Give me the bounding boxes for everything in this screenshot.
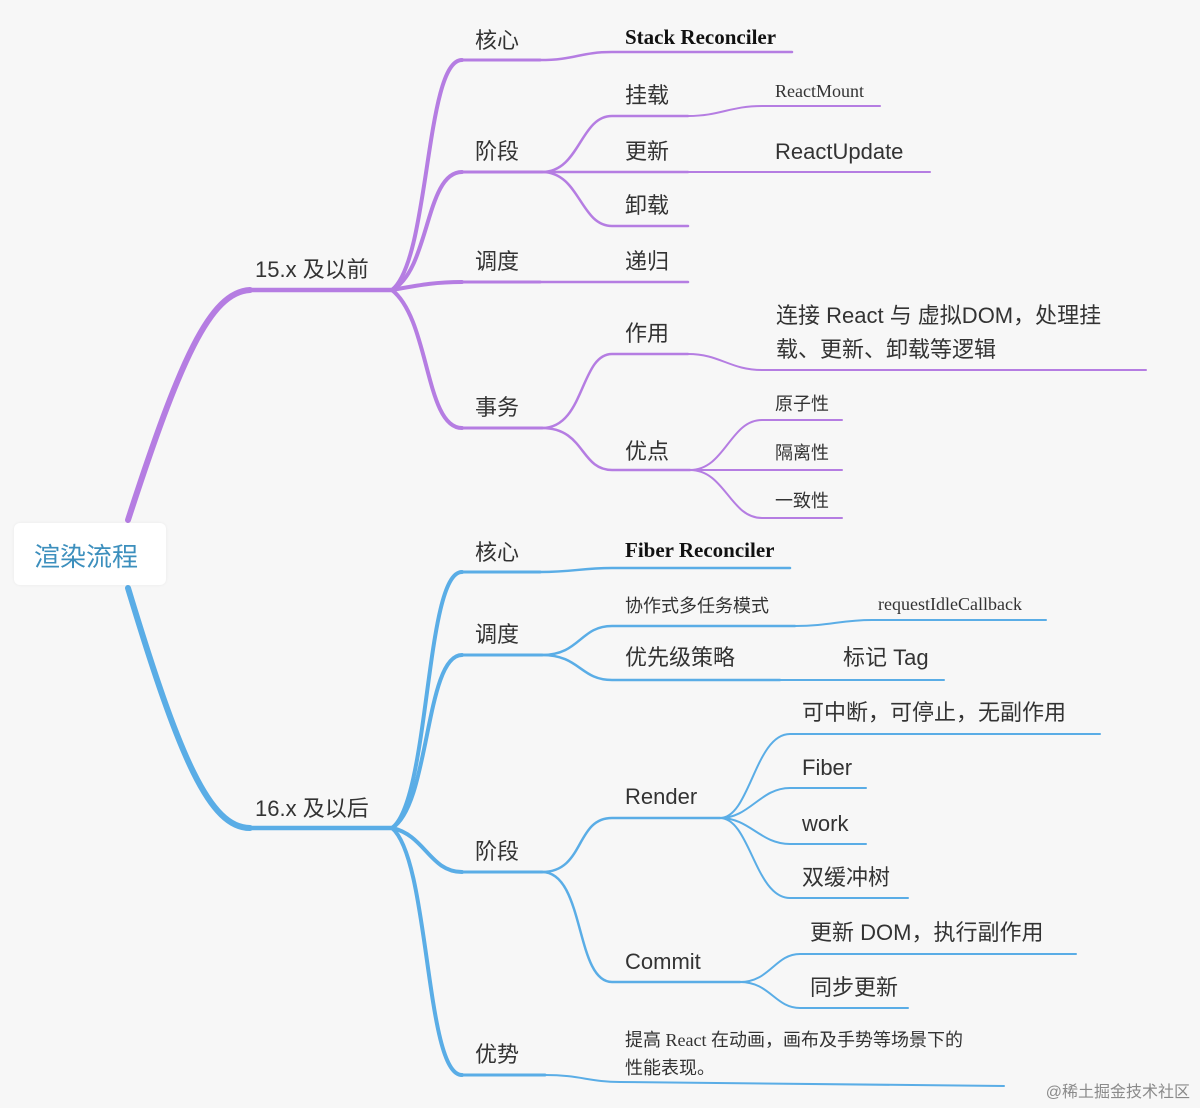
- v15-update-value[interactable]: ReactUpdate: [775, 139, 904, 164]
- v16-node[interactable]: 16.x 及以后: [255, 796, 369, 821]
- v15-pros-node[interactable]: 优点: [625, 439, 670, 464]
- v15-phase-node[interactable]: 阶段: [475, 139, 520, 164]
- v15-pros-consistency[interactable]: 一致性: [775, 491, 829, 511]
- v15-role-node[interactable]: 作用: [625, 321, 670, 346]
- v16-commit-update-dom[interactable]: 更新 DOM，执行副作用: [810, 920, 1044, 945]
- v15-role-text-line1[interactable]: 连接 React 与 虚拟DOM，处理挂: [776, 303, 1102, 328]
- v15-node[interactable]: 15.x 及以前: [255, 257, 369, 282]
- v15-schedule-value[interactable]: 递归: [625, 249, 670, 274]
- v16-commit-node[interactable]: Commit: [625, 949, 701, 974]
- v15-mount-value[interactable]: ReactMount: [775, 81, 864, 101]
- v16-render-interruptible[interactable]: 可中断，可停止，无副作用: [802, 700, 1067, 725]
- v15-pros-isolation[interactable]: 隔离性: [775, 443, 829, 463]
- v16-coop-value[interactable]: requestIdleCallback: [878, 594, 1022, 614]
- v16-core-value[interactable]: Fiber Reconciler: [625, 538, 775, 562]
- v16-priority-node[interactable]: 优先级策略: [625, 645, 736, 670]
- v16-schedule-node[interactable]: 调度: [475, 622, 520, 647]
- v16-advantage-node[interactable]: 优势: [475, 1042, 520, 1067]
- v16-priority-value[interactable]: 标记 Tag: [843, 645, 929, 670]
- v16-phase-node[interactable]: 阶段: [475, 839, 520, 864]
- v16-coop-node[interactable]: 协作式多任务模式: [625, 596, 769, 616]
- v15-transaction-node[interactable]: 事务: [475, 395, 520, 420]
- root-node[interactable]: 渲染流程: [14, 523, 166, 585]
- purple-branch-lines: [125, 50, 1147, 523]
- blue-branch-lines: [125, 566, 1101, 1087]
- v15-mount-node[interactable]: 挂载: [625, 83, 670, 108]
- v15-role-text-line2[interactable]: 载、更新、卸载等逻辑: [776, 337, 997, 362]
- v16-render-double-buffer[interactable]: 双缓冲树: [802, 865, 891, 890]
- root-label: 渲染流程: [34, 542, 139, 572]
- v15-unmount-node[interactable]: 卸载: [625, 193, 670, 218]
- v16-commit-sync[interactable]: 同步更新: [810, 975, 899, 1000]
- v16-render-fiber[interactable]: Fiber: [802, 755, 853, 780]
- v16-render-work[interactable]: work: [802, 811, 849, 836]
- v16-core-node[interactable]: 核心: [475, 540, 520, 565]
- v15-core-node[interactable]: 核心: [475, 28, 520, 53]
- v15-pros-atomic[interactable]: 原子性: [775, 394, 829, 414]
- v16-advantage-text-line2[interactable]: 性能表现。: [625, 1058, 715, 1078]
- watermark: @稀土掘金技术社区: [1045, 1084, 1190, 1101]
- v15-core-value[interactable]: Stack Reconciler: [625, 25, 777, 49]
- v16-advantage-text-line1[interactable]: 提高 React 在动画，画布及手势等场景下的: [625, 1030, 963, 1050]
- v16-render-node[interactable]: Render: [625, 784, 698, 809]
- v15-schedule-node[interactable]: 调度: [475, 249, 520, 274]
- v15-update-node[interactable]: 更新: [625, 139, 670, 164]
